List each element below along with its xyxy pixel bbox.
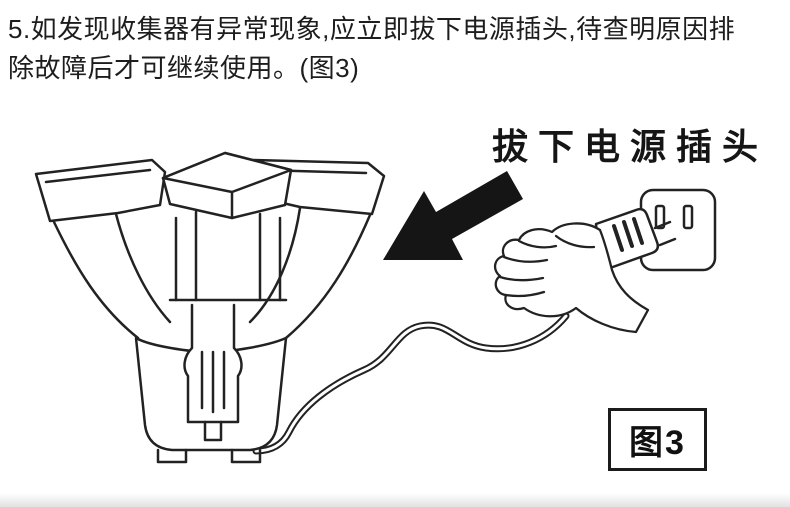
power-cord-drawing	[252, 312, 570, 455]
unplug-callout-label: 拔下电源插头	[492, 126, 769, 167]
wall-outlet-drawing	[639, 188, 717, 272]
collector-device-drawing	[34, 151, 386, 464]
instruction-line-2: 除故障后才可继续使用。(图3)	[8, 53, 360, 83]
figure-label: 图3	[629, 424, 686, 462]
instruction-text: 5.如发现收集器有异常现象,应立即拔下电源插头,待查明原因排 除故障后才可继续使…	[8, 10, 784, 88]
hand-drawing	[493, 222, 650, 334]
arrow-icon	[383, 171, 523, 260]
figure-label-box: 图3	[608, 408, 707, 471]
power-plug-drawing	[594, 207, 677, 271]
instruction-line-1: 5.如发现收集器有异常现象,应立即拔下电源插头,待查明原因排	[8, 14, 736, 44]
